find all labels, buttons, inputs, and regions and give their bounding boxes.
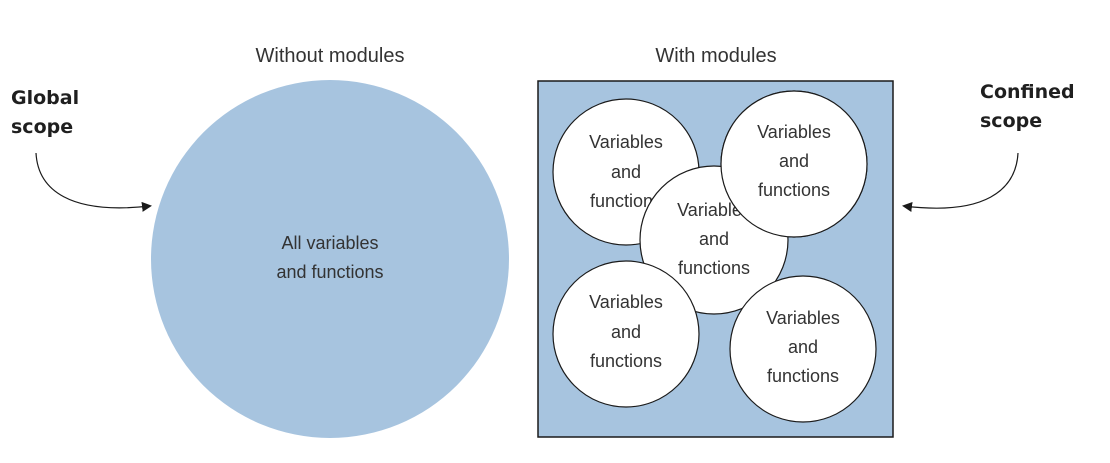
- global-circle-text-line1: All variables: [281, 233, 378, 253]
- module-text-line1: Variables: [677, 200, 751, 220]
- module-text-line3: functions: [590, 191, 662, 211]
- global-scope-arrow: [35, 152, 152, 212]
- module-text-line3: functions: [767, 366, 839, 386]
- module-text-line2: and: [779, 151, 809, 171]
- module-circle-bottom-left: Variables and functions: [552, 260, 700, 408]
- module-text-line1: Variables: [589, 292, 663, 312]
- global-scope-circle: [151, 80, 509, 438]
- module-text-line2: and: [788, 337, 818, 357]
- module-text-line2: and: [611, 162, 641, 182]
- confined-scope-label-line2: scope: [980, 110, 1042, 132]
- without-modules-title: Without modules: [256, 45, 405, 67]
- with-modules-title: With modules: [655, 45, 776, 67]
- module-text-line2: and: [611, 322, 641, 342]
- confined-scope-arrow: [902, 152, 1019, 212]
- module-text-line1: Variables: [757, 122, 831, 142]
- global-circle-text-line2: and functions: [276, 262, 383, 282]
- module-text-line1: Variables: [589, 132, 663, 152]
- module-text-line3: functions: [758, 180, 830, 200]
- module-text-line3: functions: [590, 351, 662, 371]
- module-text-line1: Variables: [766, 308, 840, 328]
- global-scope-label-line1: Global: [11, 87, 79, 109]
- module-text-line3: functions: [678, 258, 750, 278]
- module-text-line2: and: [699, 229, 729, 249]
- confined-scope-label-line1: Confined: [980, 81, 1075, 103]
- global-scope-label-line2: scope: [11, 116, 73, 138]
- module-circle-top-right-overlay: Variables and functions: [720, 90, 868, 238]
- module-circle-bottom-right: Variables and functions: [729, 275, 877, 423]
